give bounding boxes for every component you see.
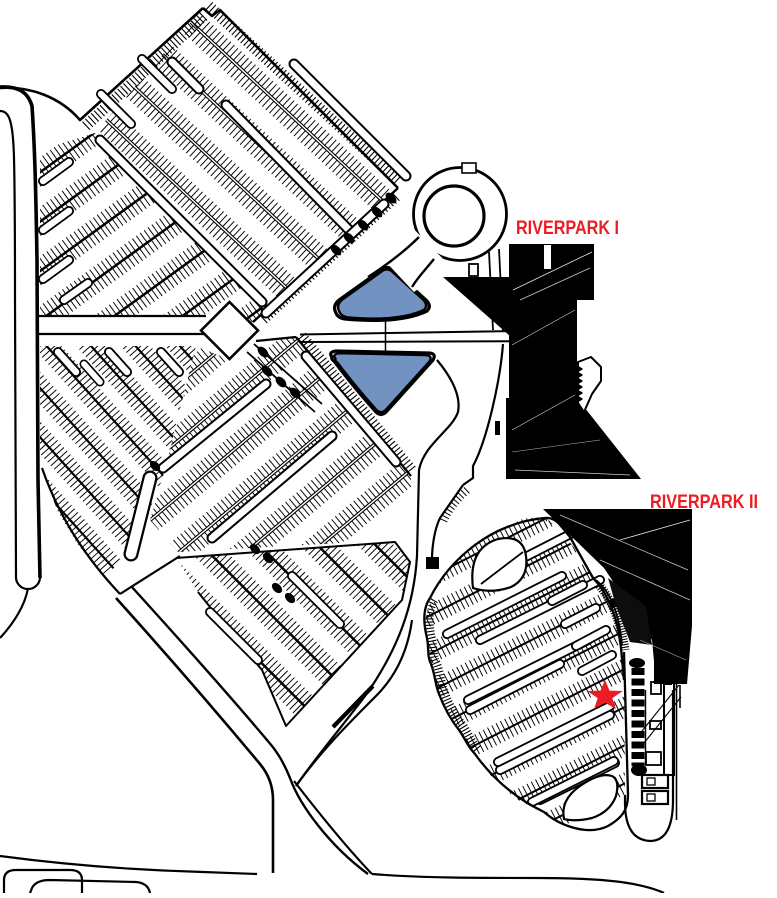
svg-text:RIVERPARK II: RIVERPARK II (650, 491, 758, 513)
svg-text:RIVERPARK I: RIVERPARK I (516, 217, 619, 239)
